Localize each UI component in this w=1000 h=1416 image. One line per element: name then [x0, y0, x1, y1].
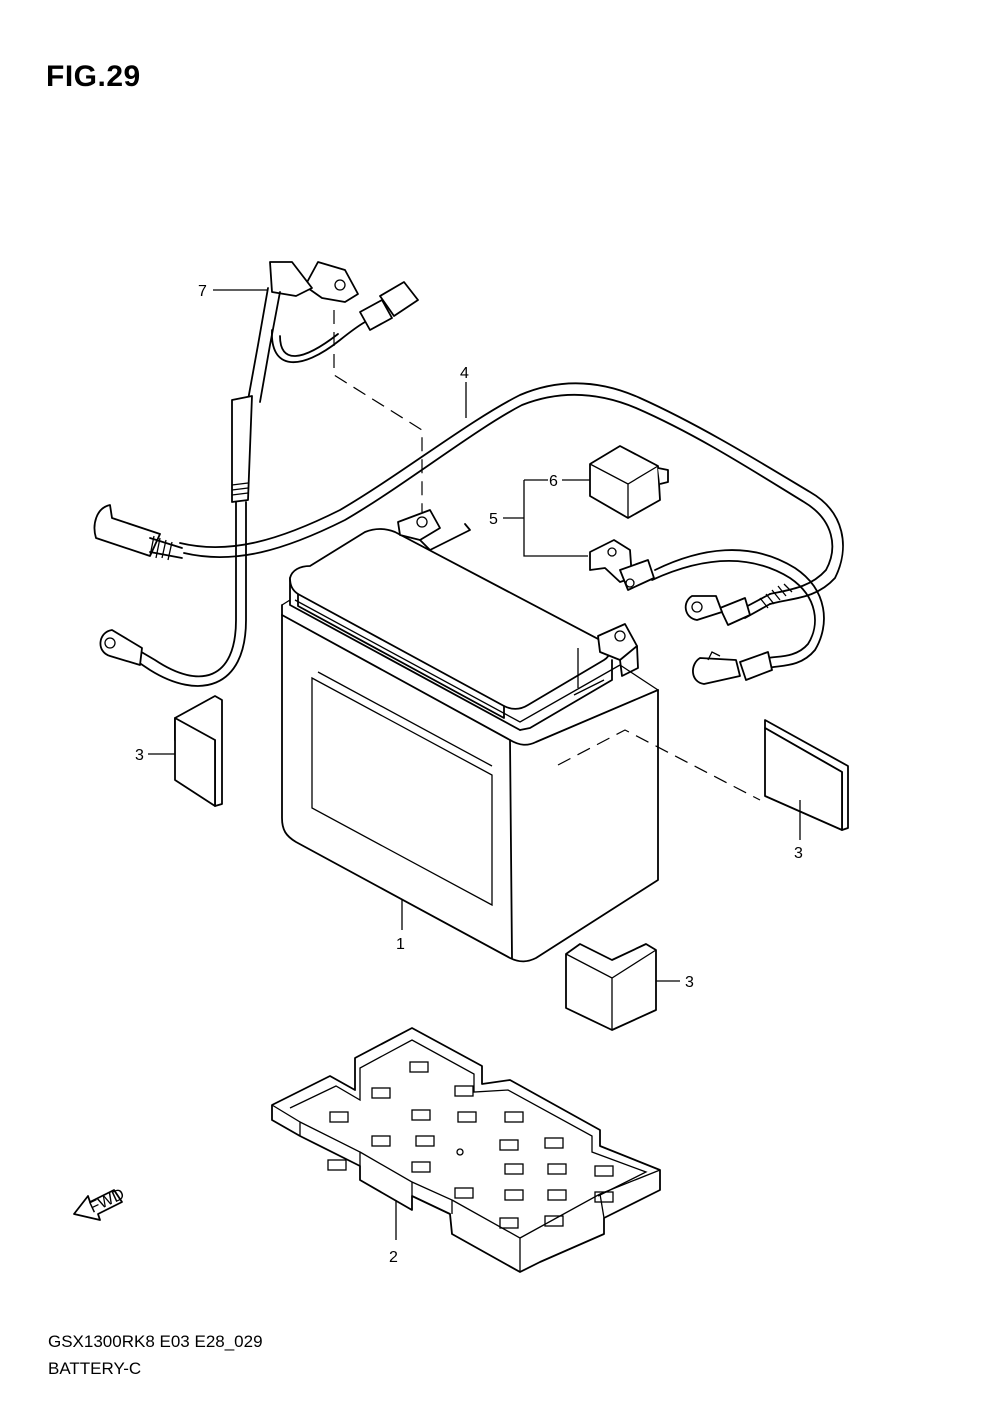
- callout-lead-wire: 4: [460, 365, 469, 382]
- cushion-bottom: [565, 943, 657, 1031]
- leader-lines: [148, 289, 801, 1240]
- callout-cushion-right: 3: [794, 845, 803, 862]
- fwd-label: FWD: [87, 1186, 127, 1217]
- model-code: GSX1300RK8 E03 E28_029: [48, 1332, 263, 1351]
- callout-cushion-bottom: 3: [685, 974, 694, 991]
- callout-terminal-set: 5: [489, 511, 498, 528]
- terminal-cover: [589, 445, 669, 519]
- terminal-set: [589, 539, 655, 591]
- callout-battery-tray: 2: [389, 1249, 398, 1266]
- section-name: BATTERY-C: [48, 1359, 142, 1378]
- callout-terminal-cover: 6: [549, 473, 558, 490]
- battery-tray: [271, 1027, 661, 1273]
- leader-terminal-bracket: [333, 310, 423, 512]
- lead-wire: [93, 382, 844, 626]
- negative-lead-wire: [651, 549, 825, 685]
- callout-cushion-left: 3: [135, 747, 144, 764]
- cushion-right: [764, 719, 849, 831]
- leader-cushion-right: [557, 729, 761, 801]
- starter-relay-lead: [99, 261, 419, 687]
- cushion-left: [174, 695, 223, 807]
- callout-starter-relay-lead: 7: [198, 283, 207, 300]
- battery: [281, 509, 659, 963]
- fwd-arrow-icon: FWD: [73, 1186, 127, 1221]
- bracket-5-6: [523, 479, 588, 557]
- callout-battery: 1: [396, 936, 405, 953]
- figure-title: FIG.29: [46, 60, 141, 93]
